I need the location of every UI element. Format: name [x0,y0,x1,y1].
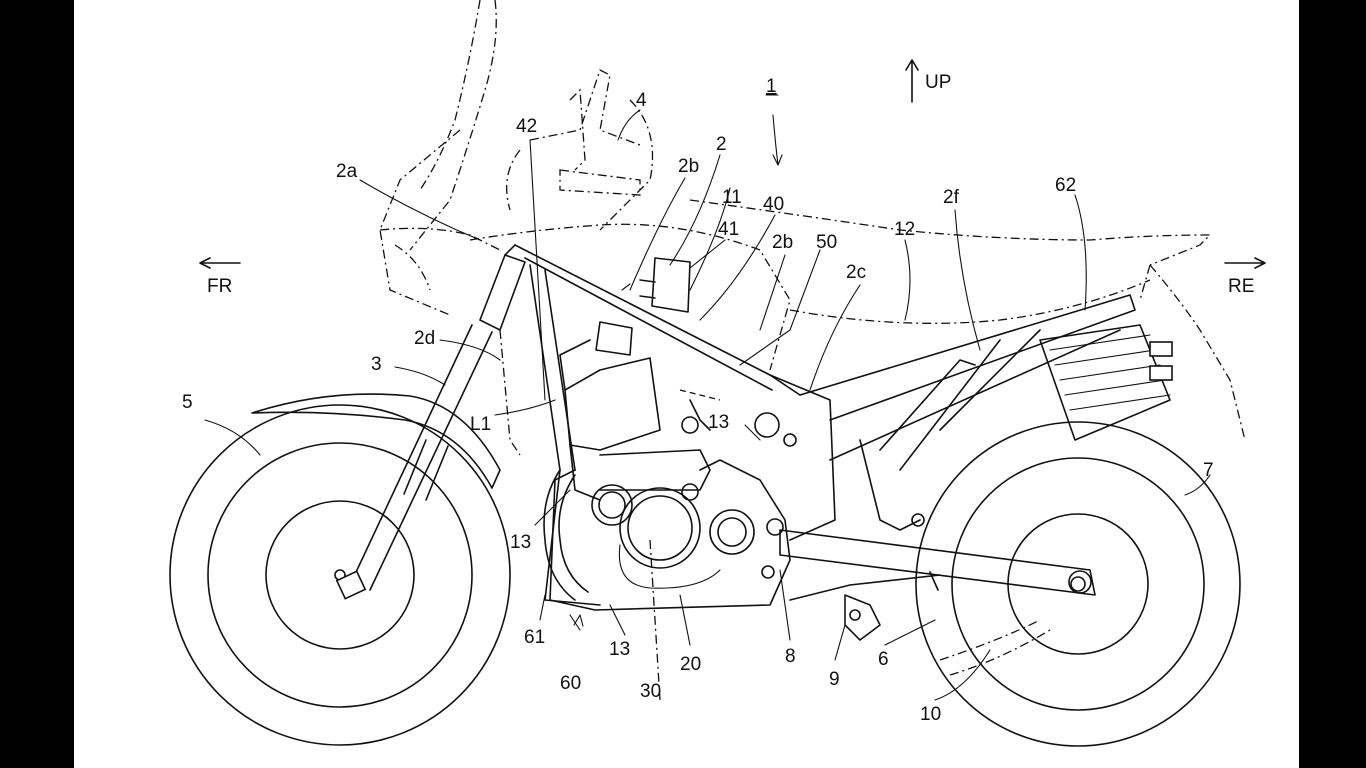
rear-arrow-icon [1224,257,1266,269]
ref-label-2: 2 [716,134,727,155]
ref-label-41: 41 [718,219,739,240]
front-fork [335,254,526,600]
rear-label: RE [1228,276,1254,297]
ref-label-8: 8 [785,646,796,667]
swing-arm [761,529,1096,596]
leader-lines [204,109,1211,701]
ref-label-1: 1 [766,76,777,97]
ref-label-L1: L1 [470,414,491,435]
front-wheel [169,404,511,746]
ref-label-20: 20 [680,654,701,675]
ref-label-30: 30 [640,681,661,702]
ref-label-9: 9 [829,669,840,690]
patent-drawing-sheet [74,0,1299,768]
ref-label-62: 62 [1055,175,1076,196]
up-label: UP [925,72,951,93]
ref-label-4: 4 [636,90,647,111]
rear-wheel [915,421,1241,747]
ref-label-13-upper: 13 [708,412,729,433]
direction-arrows [199,59,1266,269]
ref-label-3: 3 [371,354,382,375]
engine [549,357,791,611]
ref-label-61: 61 [524,627,545,648]
footpeg-assembly [789,439,941,641]
ref-label-2b-mid: 2b [772,232,793,253]
air-box-component [559,257,691,391]
ref-label-50: 50 [816,232,837,253]
exhaust-pipe [543,469,589,601]
main-frame [504,244,1136,606]
ref-label-12: 12 [894,219,915,240]
ref-label-42: 42 [516,116,537,137]
ref-label-2d: 2d [414,328,435,349]
front-fender [251,393,501,489]
ref-label-2b-top: 2b [678,156,699,177]
ref-label-2a: 2a [336,161,358,182]
ref-label-2f: 2f [943,187,960,208]
ref-label-60: 60 [560,673,581,694]
ref-label-13-left: 13 [510,532,531,553]
ref-label-2c: 2c [846,262,866,283]
front-label: FR [207,276,232,297]
front-arrow-icon [199,257,241,269]
up-arrow-icon [905,59,919,103]
ref-label-5: 5 [182,392,193,413]
ref-label-7: 7 [1203,460,1214,481]
rear-box [1039,324,1173,441]
ref-label-13-bottom: 13 [609,639,630,660]
ref-label-40: 40 [763,194,784,215]
ref-label-6: 6 [878,649,889,670]
ref-label-10: 10 [920,704,941,725]
ref-label-11: 11 [722,187,742,208]
